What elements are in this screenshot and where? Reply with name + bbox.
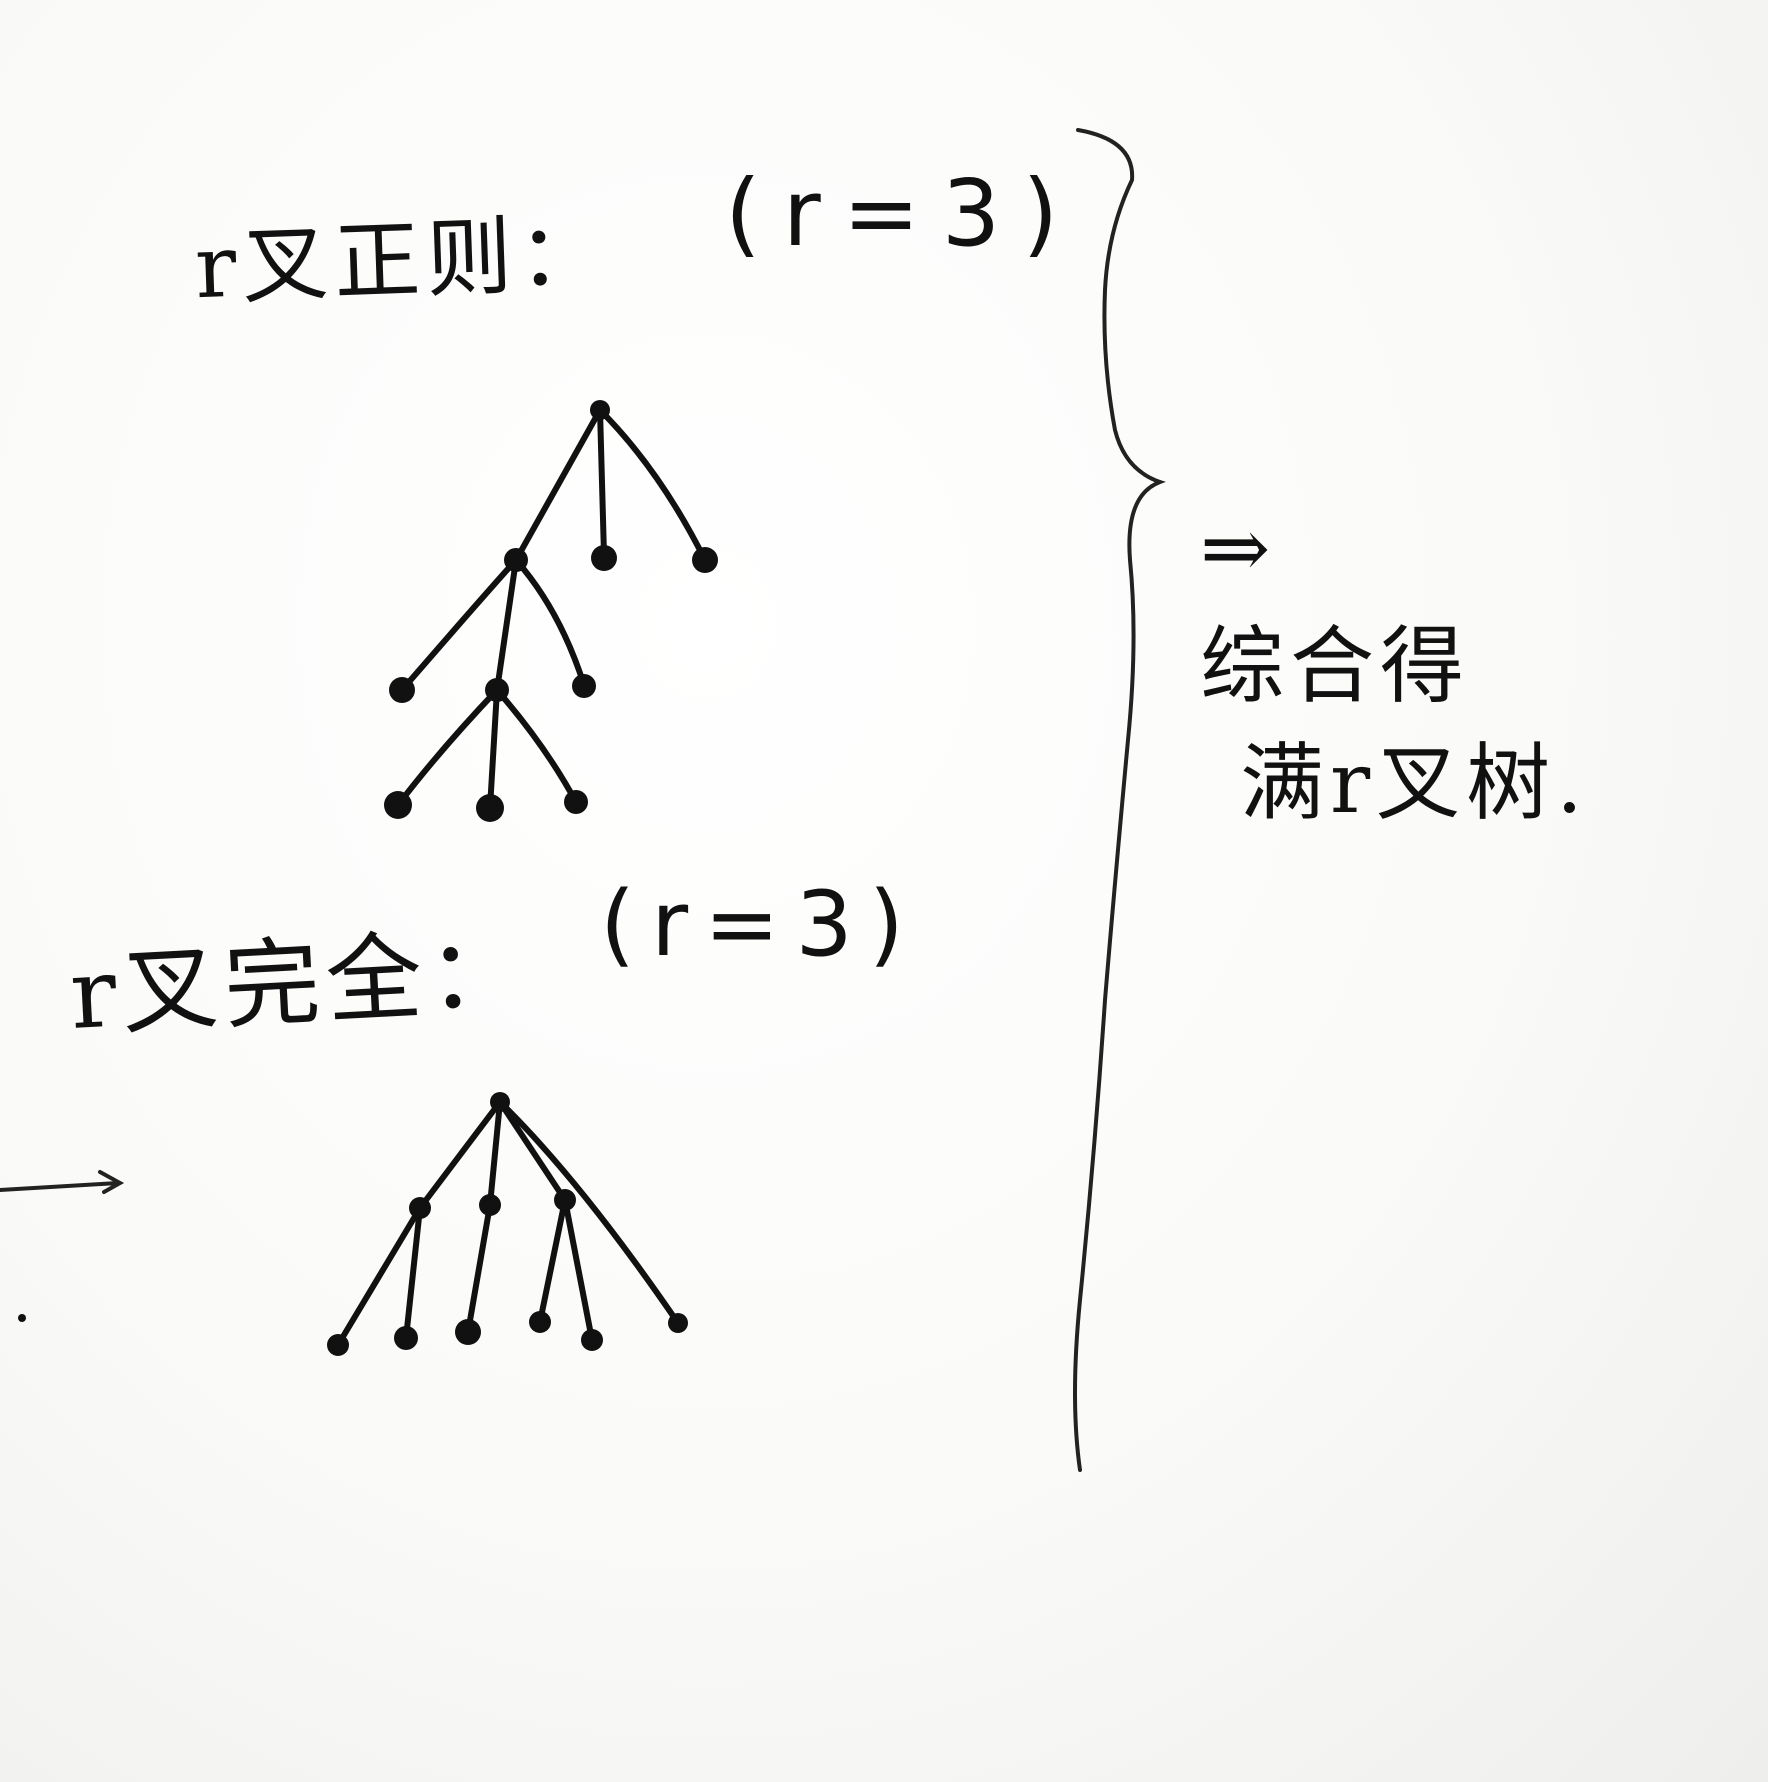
- complete-leaf-node: [327, 1334, 349, 1356]
- complete-internal-node: [554, 1189, 576, 1211]
- complete-leaf-node: [394, 1326, 418, 1350]
- complete-leaf-node: [529, 1311, 551, 1333]
- regular-edge: [399, 557, 519, 693]
- regular-leaf-node: [572, 674, 596, 698]
- conclusion-line-2: 满r叉树.: [1240, 734, 1589, 833]
- regular-tree: [384, 400, 718, 822]
- regular-edge: [395, 687, 500, 808]
- regular-edge: [597, 407, 607, 558]
- regular-leaf-node: [384, 791, 412, 819]
- complete-edge: [417, 1099, 503, 1211]
- complete-tree-title: r叉完全：: [67, 915, 533, 1051]
- regular-leaf-node: [564, 790, 588, 814]
- regular-edge: [513, 407, 603, 563]
- regular-leaf-node: [389, 677, 415, 703]
- regular-tree-parameter: (r=3): [725, 160, 1081, 267]
- regular-leaf-node: [591, 545, 617, 571]
- regular-internal-node: [485, 678, 509, 702]
- complete-edge: [465, 1202, 493, 1335]
- regular-root-node: [590, 400, 610, 420]
- complete-leaf-node: [668, 1313, 688, 1333]
- complete-tree: [327, 1092, 688, 1356]
- complete-edge: [497, 1099, 681, 1326]
- stray-dot: [18, 1314, 26, 1322]
- complete-edge: [403, 1205, 423, 1341]
- complete-internal-node: [409, 1197, 431, 1219]
- conclusion-line-1: ⇒ 综合得: [1200, 490, 1589, 725]
- grouping-brace: [1073, 128, 1166, 1472]
- conclusion: ⇒ 综合得 满r叉树.: [1200, 490, 1589, 843]
- complete-leaf-node: [455, 1319, 481, 1345]
- regular-leaf-node: [692, 547, 718, 573]
- regular-edge: [494, 557, 519, 693]
- complete-internal-node: [479, 1194, 501, 1216]
- complete-root-node: [490, 1092, 510, 1112]
- regular-internal-node: [504, 548, 528, 572]
- complete-edge: [562, 1197, 595, 1343]
- complete-edge: [335, 1205, 423, 1348]
- regular-tree-title: r叉正则：: [193, 203, 612, 319]
- conclusion-text-1: 综合得: [1200, 616, 1471, 715]
- implies-arrow: ⇒: [1200, 499, 1277, 597]
- regular-edge: [494, 687, 579, 805]
- complete-edge: [487, 1099, 503, 1208]
- complete-edge: [497, 1099, 568, 1203]
- complete-tree-parameter: (r=3): [600, 872, 920, 977]
- regular-edge: [597, 407, 708, 563]
- complete-edge: [537, 1197, 568, 1325]
- regular-leaf-node: [476, 794, 504, 822]
- stray-arrow-mark: [0, 1170, 125, 1194]
- complete-leaf-node: [581, 1329, 603, 1351]
- regular-edge: [513, 557, 587, 688]
- regular-edge: [487, 687, 500, 811]
